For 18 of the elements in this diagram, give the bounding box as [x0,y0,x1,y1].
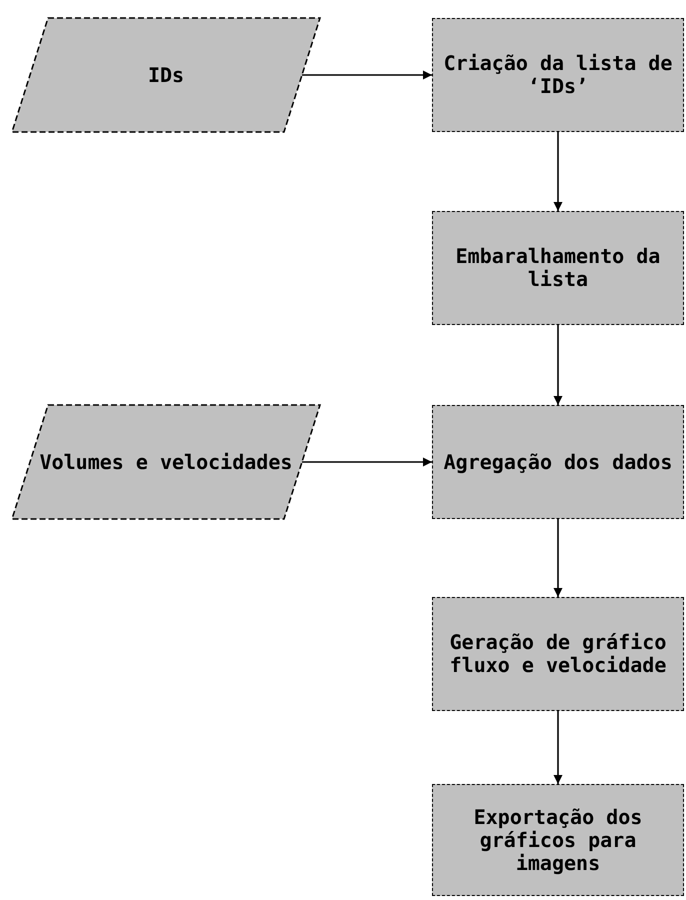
node-label: Geração de gráfico fluxo e velocidade [448,631,668,677]
node-label: Exportação dos gráficos para imagens [472,806,644,874]
arrow [554,325,562,405]
arrow [302,458,432,466]
node-label: Volumes e velocidades [38,450,294,474]
process-box [432,18,684,132]
arrow [554,519,562,597]
node-label: Agregação dos dados [442,450,674,474]
arrow [554,132,562,211]
node-label: Criação da lista de ‘IDs’ [442,52,674,98]
node-label: IDs [146,64,186,86]
arrow [302,70,432,80]
arrow [554,711,562,784]
process-box [432,405,684,519]
process-box [432,211,684,325]
node-label: Embaralhamento da lista [454,245,662,291]
process-box [432,597,684,711]
process-box [432,784,684,896]
